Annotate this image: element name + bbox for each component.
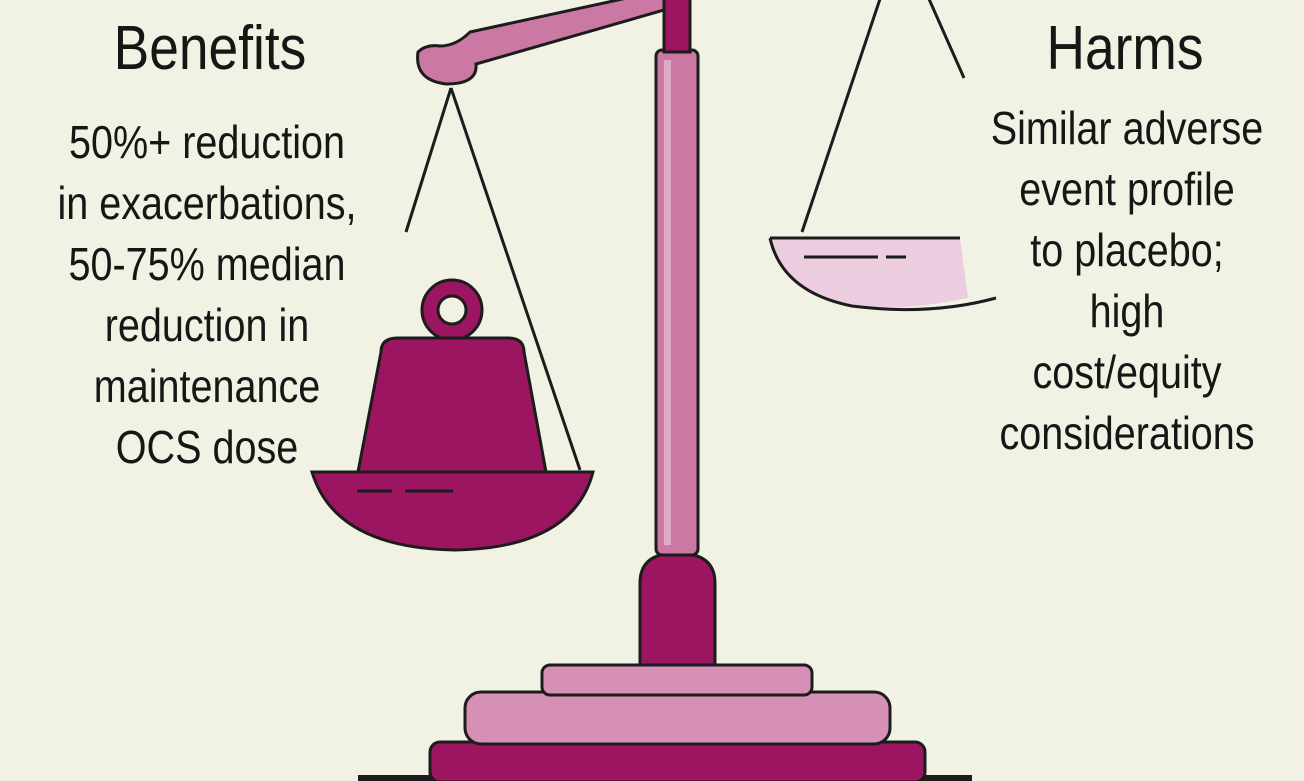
- right-pan: [770, 238, 968, 308]
- base-top-step: [542, 665, 812, 695]
- harms-line: cost/equity: [970, 342, 1285, 403]
- harms-description: Similar adverse event profile to placebo…: [970, 98, 1285, 464]
- benefits-line: maintenance: [29, 356, 385, 417]
- base-middle-step: [465, 692, 890, 744]
- pillar-top: [664, 0, 690, 52]
- benefits-line: 50-75% median: [29, 234, 385, 295]
- pillar-collar: [640, 553, 715, 665]
- harms-title: Harms: [1018, 18, 1233, 80]
- scale-beam: [418, 0, 664, 84]
- benefits-line: in exacerbations,: [29, 173, 385, 234]
- harms-line: Similar adverse: [970, 98, 1285, 159]
- pillar-highlight: [664, 60, 671, 545]
- left-pan: [312, 472, 593, 550]
- harms-line: event profile: [970, 159, 1285, 220]
- harms-line: high: [970, 281, 1285, 342]
- weight-icon: [358, 280, 546, 472]
- right-pan-string: [925, 0, 964, 78]
- pillar: [656, 50, 698, 555]
- left-pan-string: [406, 88, 451, 232]
- benefits-description: 50%+ reduction in exacerbations, 50-75% …: [29, 112, 385, 478]
- harms-line: to placebo;: [970, 220, 1285, 281]
- benefits-line: reduction in: [29, 295, 385, 356]
- benefits-line: OCS dose: [29, 417, 385, 478]
- right-pan-string: [802, 0, 883, 232]
- harms-line: considerations: [970, 403, 1285, 464]
- base-bottom-step: [430, 742, 925, 781]
- benefits-title: Benefits: [90, 18, 331, 80]
- benefits-line: 50%+ reduction: [29, 112, 385, 173]
